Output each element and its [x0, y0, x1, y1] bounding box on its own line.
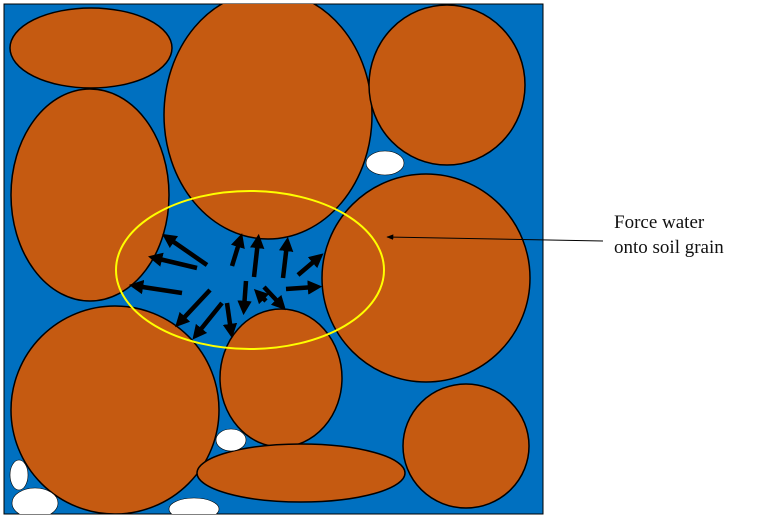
arrow-icon: [237, 280, 252, 316]
air-void: [168, 497, 220, 514]
air-void: [215, 428, 247, 452]
soil-grain: [368, 4, 526, 166]
arrow-icon: [175, 288, 212, 328]
soil-grain: [10, 88, 170, 302]
air-void: [365, 150, 405, 176]
force-arrows: [128, 233, 324, 340]
annotation-line-2: onto soil grain: [614, 237, 724, 258]
arrow-icon: [285, 280, 323, 295]
arrow-icon: [162, 233, 209, 267]
arrow-icon: [296, 253, 324, 277]
annotation-label: Force water onto soil grain: [614, 210, 724, 260]
arrow-icon: [279, 236, 294, 279]
arrow-icon: [192, 301, 224, 340]
highlight-ellipse: [115, 190, 385, 350]
arrow-icon: [222, 302, 238, 339]
soil-grain: [9, 7, 173, 89]
annotation-line-1: Force water: [614, 212, 705, 233]
arrow-icon: [229, 233, 245, 267]
soil-grain: [163, 4, 373, 240]
soil-grain: [10, 305, 220, 514]
arrow-icon: [253, 288, 270, 305]
annotation-pointer-arrow: [386, 234, 604, 242]
soil-grain: [321, 173, 531, 383]
soil-grain: [402, 383, 530, 509]
arrow-icon: [128, 279, 183, 296]
arrow-icon: [250, 233, 265, 278]
air-void: [11, 487, 59, 514]
soil-grain: [196, 443, 406, 503]
arrow-icon: [147, 252, 198, 271]
air-void: [9, 459, 29, 491]
soil-grain: [219, 308, 343, 448]
